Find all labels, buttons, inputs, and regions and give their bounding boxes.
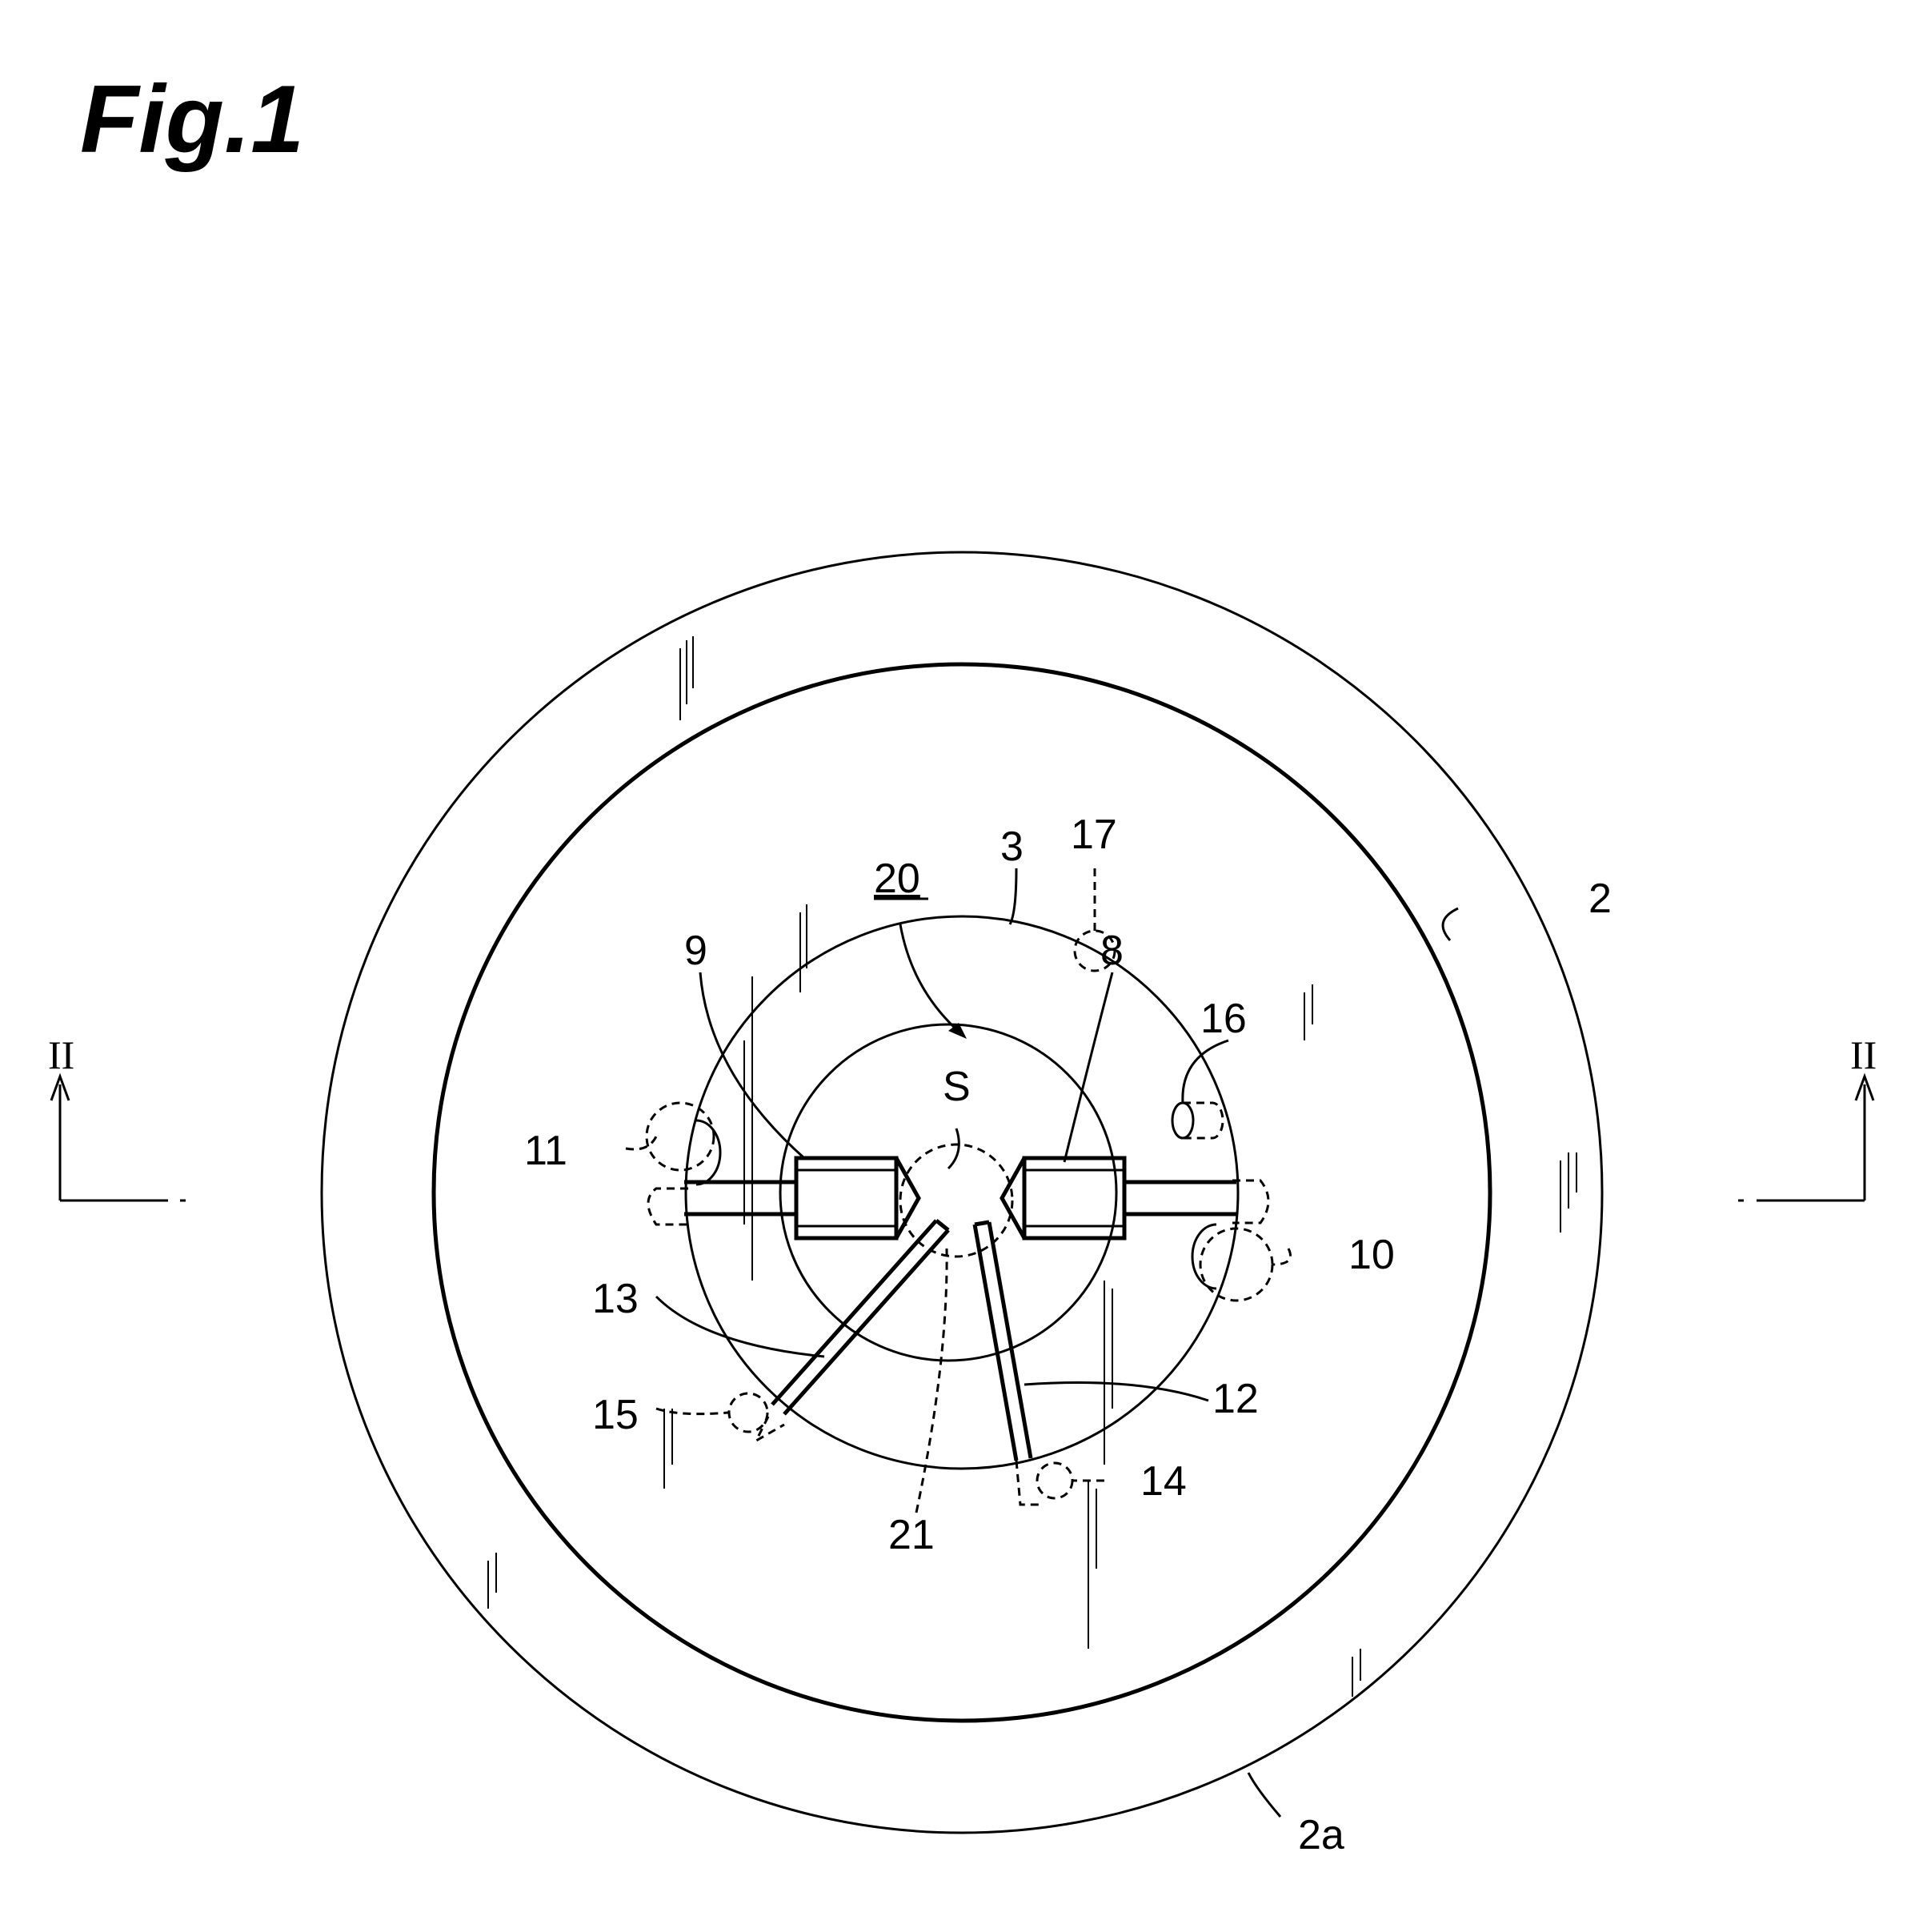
section-marker-right <box>1738 1072 1875 1202</box>
label-11: 11 <box>524 1128 567 1174</box>
label-8: 8 <box>1100 928 1124 974</box>
label-3: 3 <box>1000 824 1024 870</box>
section-marker-left <box>50 1072 186 1202</box>
section-label-right: II <box>1850 1032 1877 1077</box>
label-21: 21 <box>888 1512 935 1558</box>
chamber-arrowhead <box>948 1023 967 1039</box>
label-17: 17 <box>1071 812 1117 858</box>
plate-circle <box>684 915 1240 1470</box>
leader-lines <box>625 868 1459 1818</box>
inner-vessel-circle <box>431 662 1492 1723</box>
right-electrode <box>1000 1156 1236 1241</box>
label-16: 16 <box>1200 996 1247 1042</box>
label-2: 2 <box>1588 876 1612 922</box>
label-15: 15 <box>592 1392 639 1438</box>
label-13: 13 <box>592 1276 639 1322</box>
section-label-left: II <box>48 1032 74 1077</box>
left-rod-13 <box>771 1219 950 1416</box>
left-port-11 <box>645 1101 715 1226</box>
label-14: 14 <box>1140 1458 1187 1505</box>
small-port-17 <box>1073 929 1116 972</box>
right-port-10 <box>1199 1179 1274 1302</box>
figure-title: Fig.1 <box>80 66 304 173</box>
right-rod-12 <box>972 1220 1033 1461</box>
hatch-marks <box>487 636 1577 1697</box>
rod-port-14 <box>1015 1460 1074 1506</box>
chamber-circle <box>779 1023 1118 1362</box>
outer-vessel-circle <box>320 551 1604 1834</box>
label-9: 9 <box>684 928 707 974</box>
right-lower-notch <box>1191 1223 1217 1290</box>
small-port-16 <box>1171 1101 1224 1140</box>
left-electrode <box>684 1156 921 1241</box>
label-20: 20 <box>874 856 920 902</box>
center-region-21 <box>899 1143 1014 1258</box>
label-10: 10 <box>1348 1232 1395 1278</box>
label-12: 12 <box>1212 1376 1259 1422</box>
left-upper-notch <box>695 1119 722 1186</box>
label-2a: 2a <box>1298 1812 1344 1858</box>
chamber-arrow <box>899 924 965 1038</box>
rod-port-15 <box>727 1392 785 1444</box>
label-S: S <box>943 1064 971 1110</box>
